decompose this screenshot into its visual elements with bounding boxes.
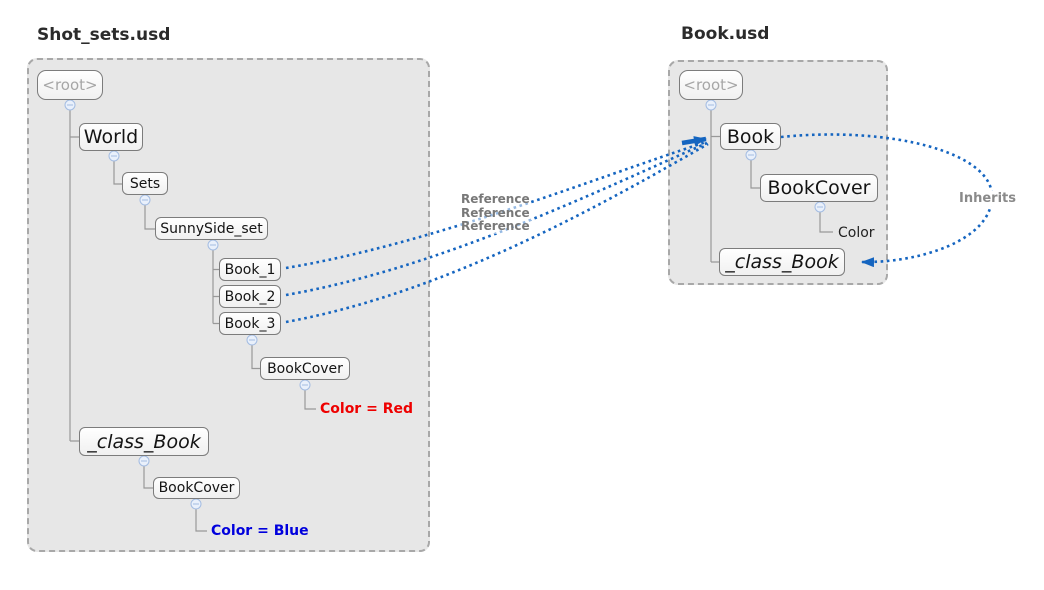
node-root-right: <root> <box>679 70 743 100</box>
node-book-3: Book_3 <box>219 312 281 335</box>
node-bookcover-right: BookCover <box>760 174 878 202</box>
tree-connectors-right <box>710 100 833 263</box>
collapse-toggle-icon <box>190 498 202 510</box>
reference-label-3: Reference <box>460 219 531 234</box>
reference-label-2: Reference <box>460 205 531 220</box>
node-bookcover-under-class: BookCover <box>153 477 240 499</box>
collapse-toggle-icon <box>108 150 120 162</box>
node-book-2: Book_2 <box>219 285 281 308</box>
inherits-edge-label: Inherits <box>957 191 1018 206</box>
node-root-left: <root> <box>37 70 103 100</box>
collapse-toggle-icon <box>139 194 151 206</box>
collapse-toggles <box>64 99 826 510</box>
collapse-toggle-icon <box>745 149 757 161</box>
node-book-1: Book_1 <box>219 258 281 281</box>
node-world: World <box>79 123 143 151</box>
collapse-toggle-icon <box>138 455 150 467</box>
tree-connectors-left <box>69 100 316 532</box>
reference-edge-book3 <box>285 142 709 324</box>
reference-edge-book1 <box>285 140 707 270</box>
collapse-toggle-icon <box>814 201 826 213</box>
attribute-color-plain: Color <box>838 225 875 241</box>
collapse-toggle-icon <box>705 99 717 111</box>
node-sunnyside-set: SunnySide_set <box>155 217 268 240</box>
node-class-book-left: _class_Book <box>79 427 209 456</box>
node-sets: Sets <box>122 172 168 195</box>
attribute-color-blue: Color = Blue <box>211 523 309 539</box>
collapse-toggle-icon <box>207 239 219 251</box>
reference-edge-book2 <box>285 141 708 297</box>
right-file-title: Book.usd <box>681 24 770 44</box>
reference-arrow-solid <box>681 136 707 146</box>
collapse-toggle-icon <box>64 99 76 111</box>
left-file-title: Shot_sets.usd <box>37 25 171 45</box>
attribute-color-red: Color = Red <box>320 401 413 417</box>
collapse-toggle-icon <box>246 334 258 346</box>
node-book: Book <box>720 123 781 150</box>
reference-edge-labels: Reference Reference Reference <box>460 192 531 234</box>
collapse-toggle-icon <box>299 379 311 391</box>
reference-label-1: Reference <box>460 192 531 207</box>
node-class-book-right: _class_Book <box>719 248 845 276</box>
node-bookcover-under-book3: BookCover <box>260 357 350 380</box>
